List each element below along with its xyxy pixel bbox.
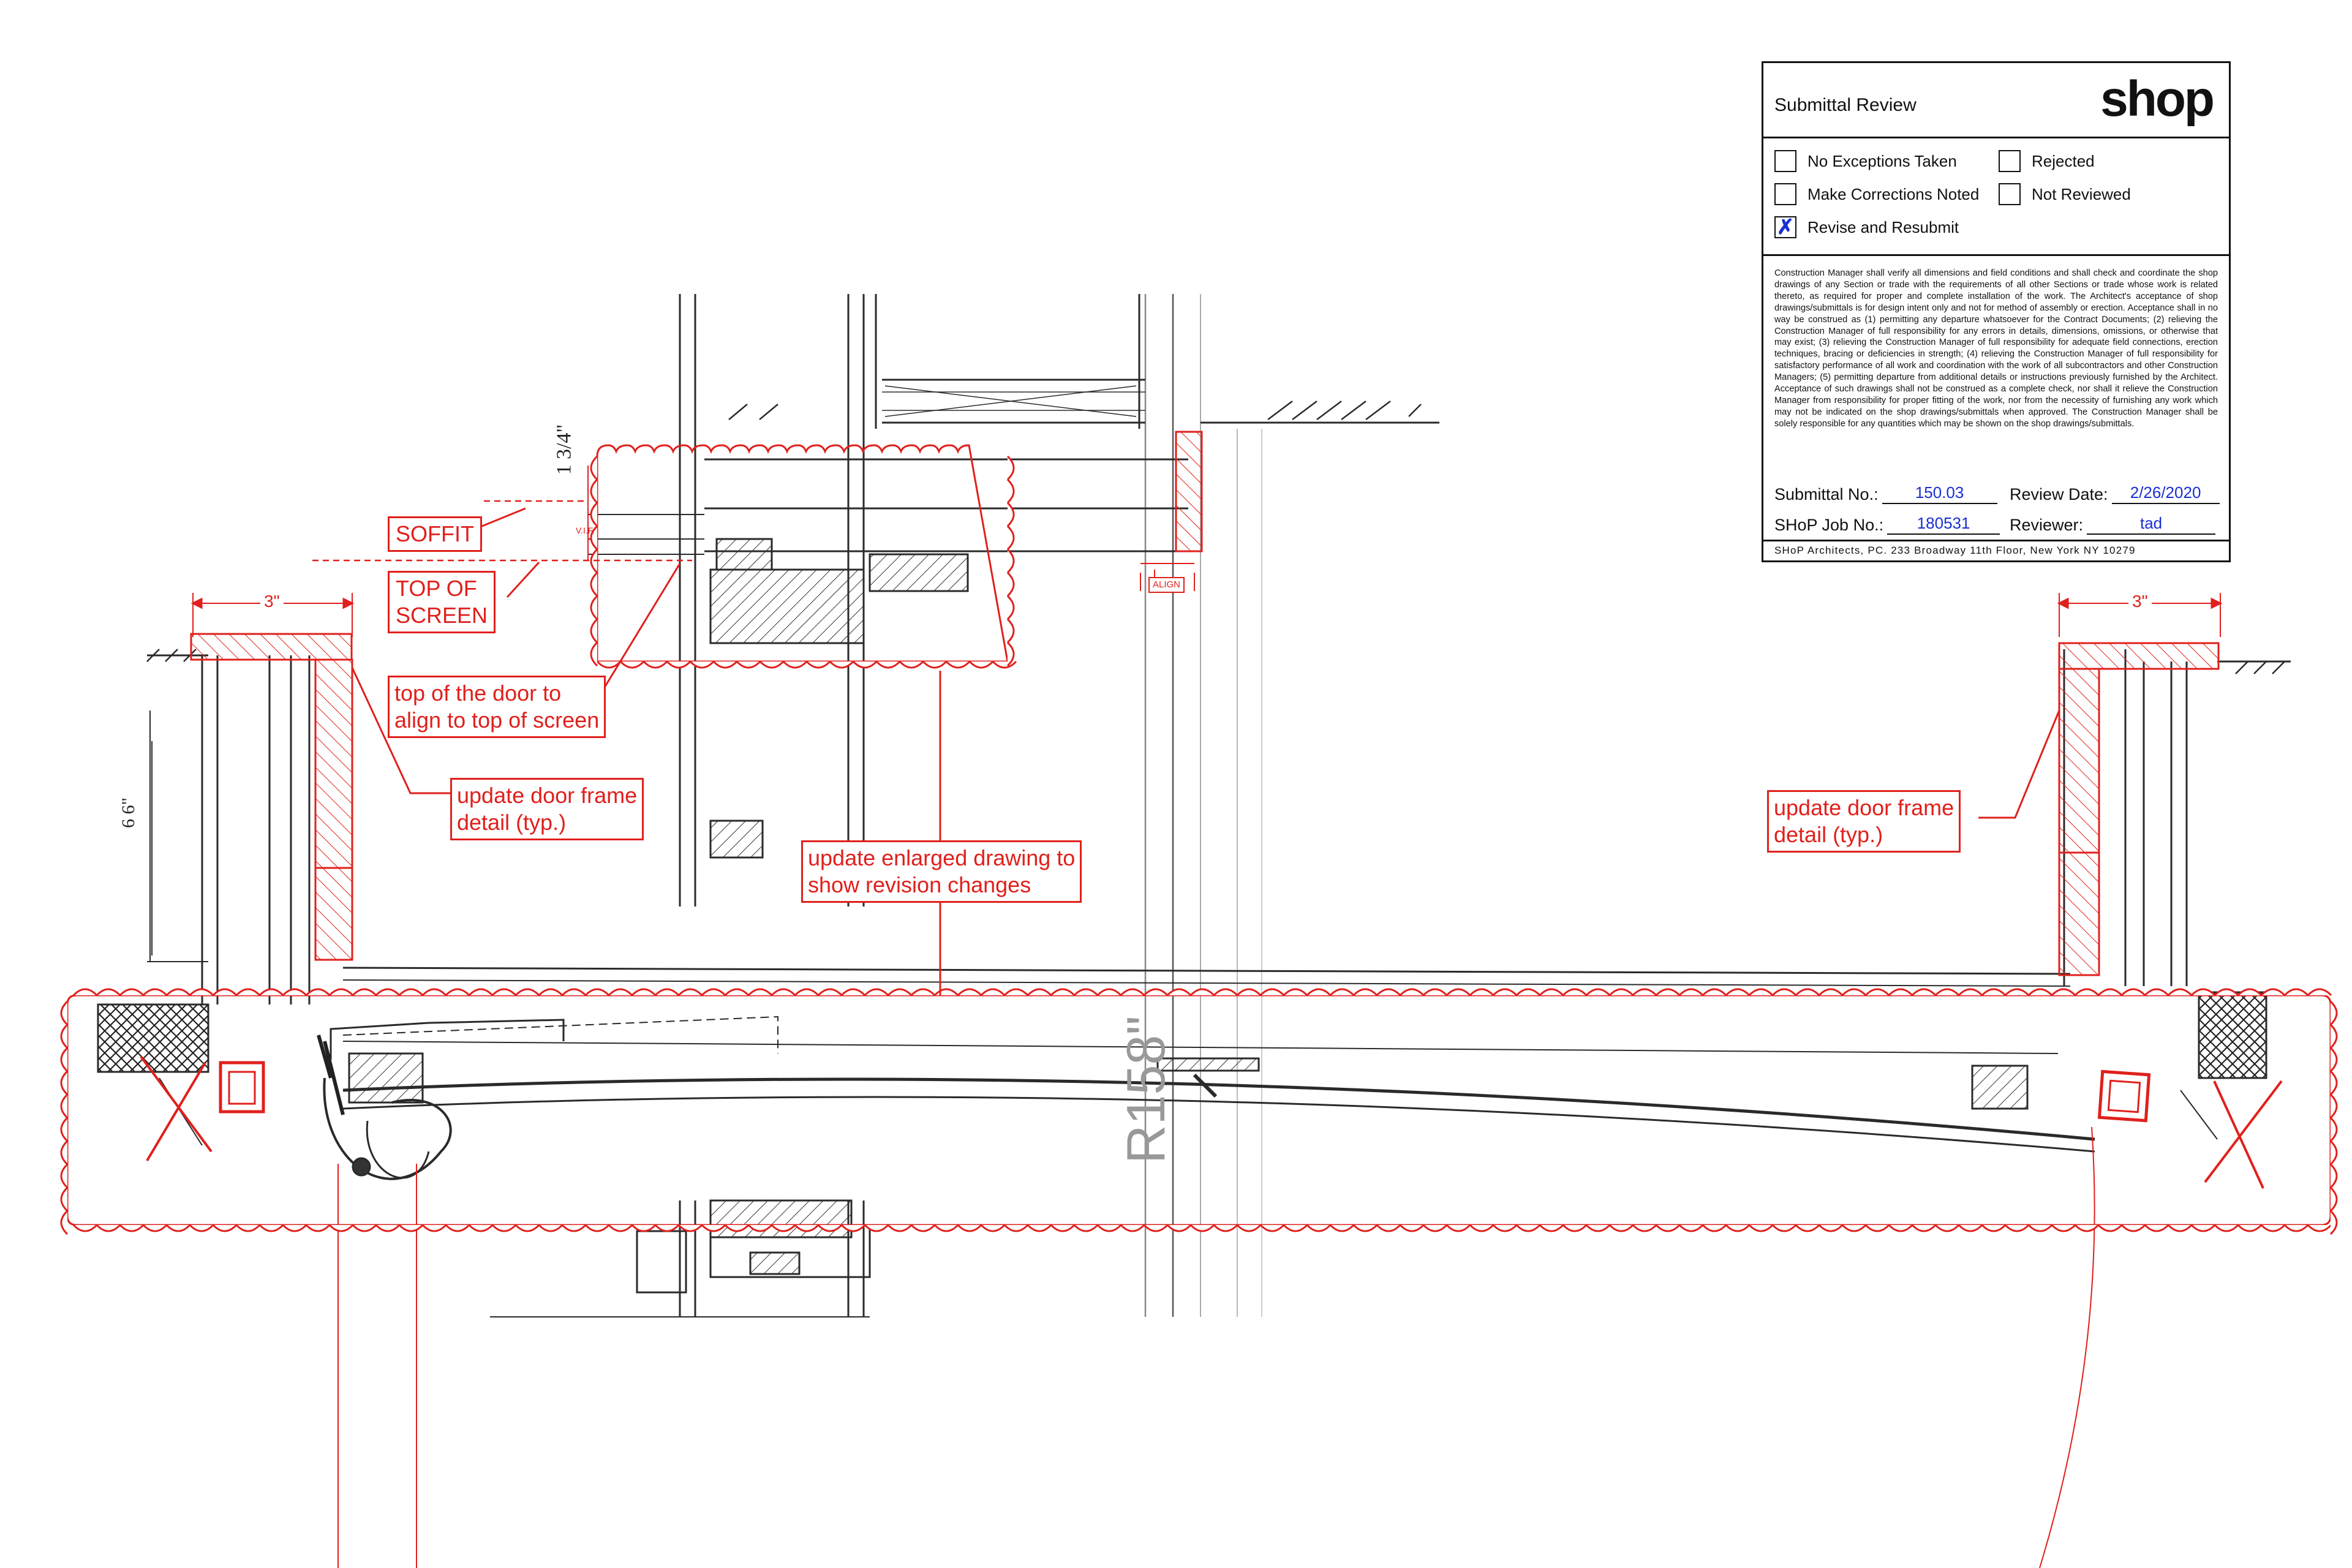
note-soffit: SOFFIT bbox=[388, 516, 482, 552]
option-no-exceptions[interactable]: No Exceptions Taken bbox=[1774, 150, 1957, 172]
checkbox-make-corrections[interactable] bbox=[1774, 183, 1796, 205]
checkbox-no-exceptions[interactable] bbox=[1774, 150, 1796, 172]
cloud-scallops bbox=[60, 455, 2338, 1235]
revision-cloud-top bbox=[596, 444, 1009, 663]
cloud-scallop bbox=[72, 988, 2332, 997]
stamp-disclaimer: Construction Manager shall verify all di… bbox=[1774, 268, 2218, 429]
submittal-review-stamp: Submittal Review shop No Exceptions Take… bbox=[1762, 61, 2231, 562]
checkbox-rejected[interactable] bbox=[1999, 150, 2021, 172]
cloud-scallop bbox=[72, 1224, 2332, 1232]
shop-logo: shop bbox=[2100, 71, 2215, 127]
red-markup bbox=[60, 431, 2338, 1235]
vif-label: V.I.F. bbox=[576, 526, 595, 535]
cloud-scallop bbox=[2329, 1000, 2338, 1235]
option-revise-resubmit[interactable]: ✗Revise and Resubmit bbox=[1774, 216, 1959, 239]
review-date-field: Review Date:2/26/2020 bbox=[2010, 484, 2220, 504]
revision-cloud-bottom bbox=[66, 994, 2332, 1226]
option-rejected[interactable]: Rejected bbox=[1999, 150, 2095, 172]
cloud-scallop bbox=[1006, 455, 1015, 667]
checkbox-revise-resubmit[interactable]: ✗ bbox=[1774, 216, 1796, 239]
stamp-title: Submittal Review bbox=[1774, 95, 1917, 115]
cloud-scallop bbox=[60, 1000, 69, 1235]
submittal-number-field: Submittal No.:150.03 bbox=[1774, 484, 1997, 504]
stamp-address: SHoP Architects, PC. 233 Broadway 11th F… bbox=[1774, 545, 2136, 556]
job-number-field: SHoP Job No.:180531 bbox=[1774, 515, 2000, 535]
cloud-scallop bbox=[596, 660, 1017, 669]
option-make-corrections[interactable]: Make Corrections Noted bbox=[1774, 183, 1979, 205]
handwritten-top-dimension: 1 3/4" bbox=[552, 424, 576, 475]
dimension-left: 3" bbox=[260, 592, 284, 611]
option-not-reviewed[interactable]: Not Reviewed bbox=[1999, 183, 2131, 205]
dimension-right: 3" bbox=[2128, 592, 2152, 611]
radius-label: R158" bbox=[1115, 1016, 1176, 1164]
checkbox-not-reviewed[interactable] bbox=[1999, 183, 2021, 205]
note-align-tag: ALIGN bbox=[1148, 577, 1185, 594]
check-mark-icon: ✗ bbox=[1776, 216, 1795, 239]
handwritten-side-dimension: 6 6" bbox=[118, 797, 138, 828]
reviewer-field: Reviewer:tad bbox=[2010, 515, 2216, 535]
